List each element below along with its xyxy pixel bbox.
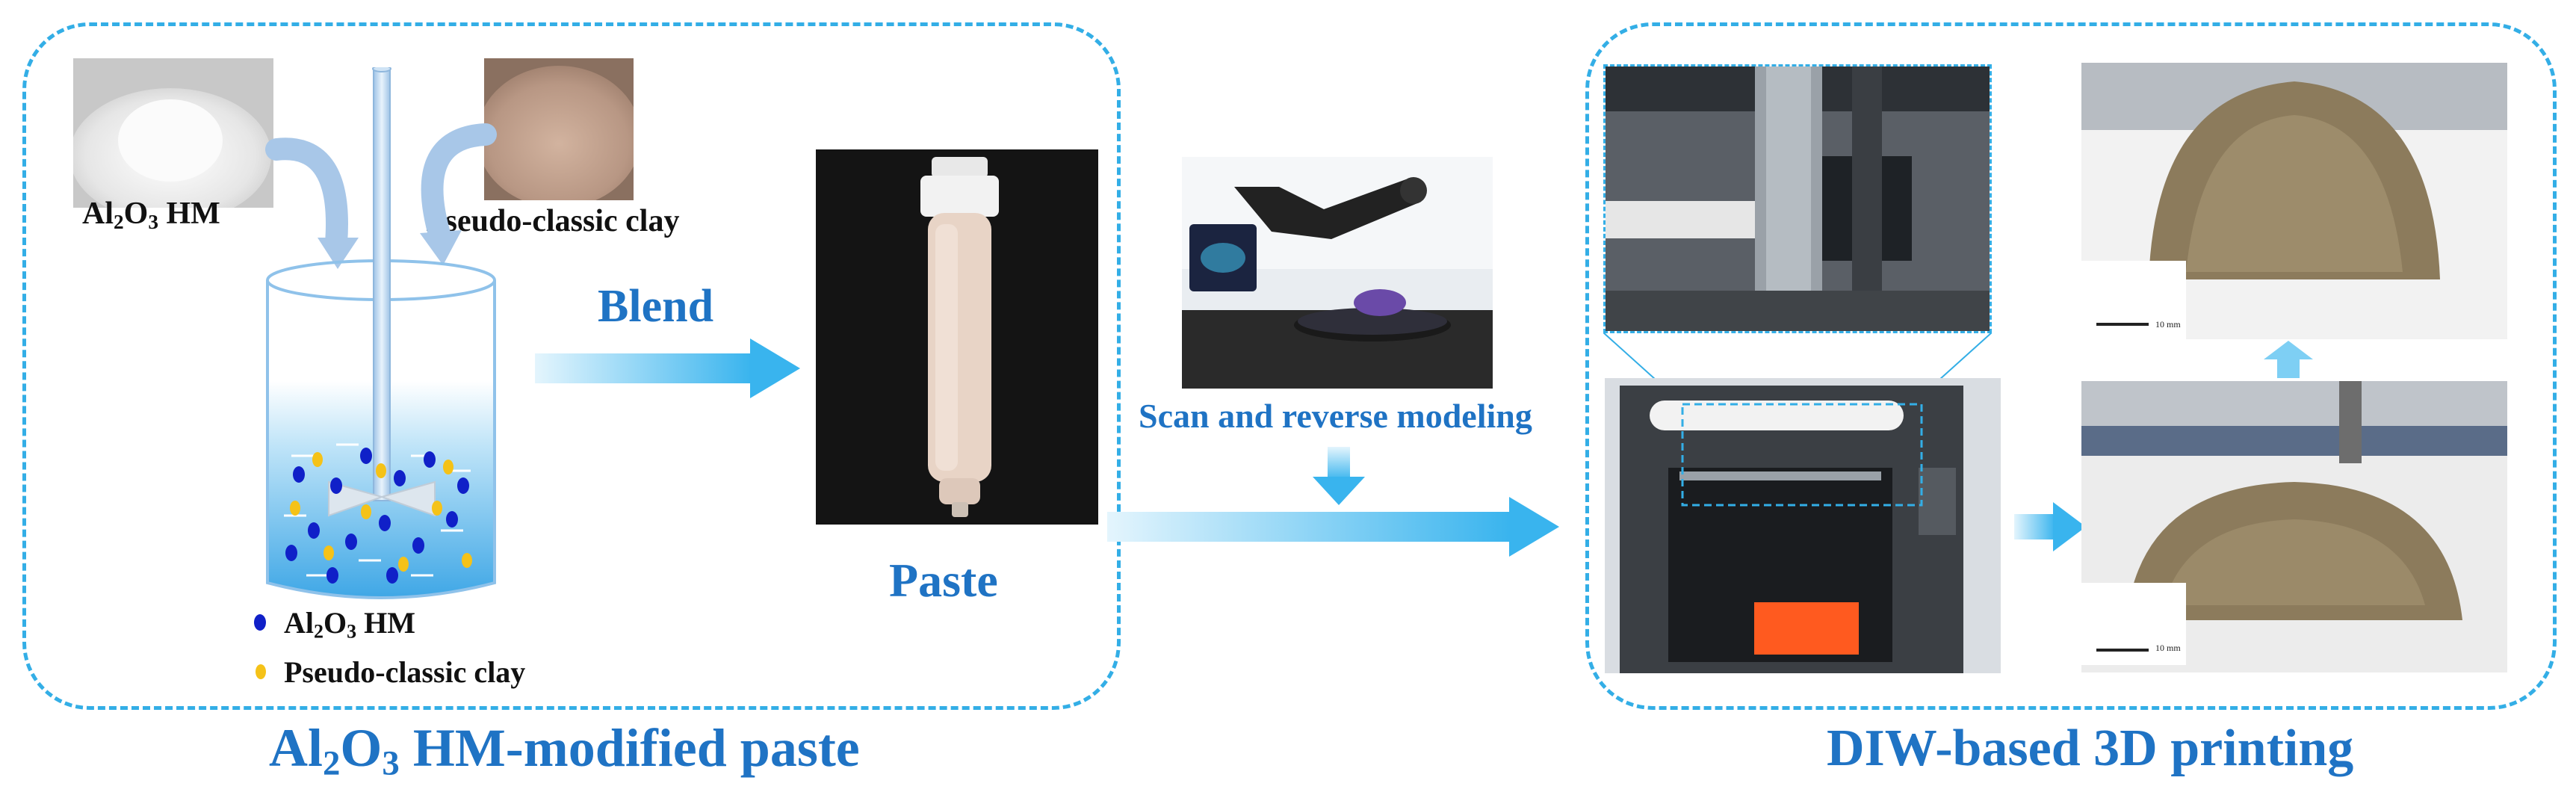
- clay-powder-label: Pseudo-classic clay: [426, 204, 680, 238]
- top-scale-text: 10 mm: [2155, 319, 2181, 330]
- print-complete-arrow: [2264, 341, 2313, 378]
- legend-al2o3-marker: [254, 614, 266, 631]
- al2o3-powder-photo: [73, 58, 273, 208]
- legend-clay-marker: [256, 664, 266, 679]
- printing-in-progress-photo: [2081, 381, 2507, 672]
- printhead-closeup-photo: [1603, 64, 1992, 333]
- paste-syringe-photo: [816, 149, 1098, 525]
- left-curved-arrow: [265, 137, 348, 254]
- scanner-photo: [1182, 157, 1493, 389]
- left-panel-border: [22, 22, 1121, 710]
- scan-down-arrow: [1313, 447, 1365, 505]
- printer-photo: [1605, 378, 2001, 673]
- left-section-title: Al2O3 HM-modified paste: [269, 718, 860, 783]
- right-panel-border: [1585, 22, 2557, 710]
- print-progress-arrow: [2014, 502, 2086, 551]
- al2o3-powder-label: Al2O3 HM: [82, 197, 220, 233]
- legend-al2o3-label: Al2O3 HM: [284, 606, 415, 643]
- main-flow-arrow: [1107, 497, 1559, 557]
- scan-label: Scan and reverse modeling: [1139, 397, 1532, 435]
- blend-arrow: [535, 338, 800, 398]
- mixing-beaker-diagram: [265, 67, 497, 599]
- bottom-scale-text: 10 mm: [2155, 643, 2181, 653]
- right-section-title: DIW-based 3D printing: [1827, 720, 2354, 777]
- printed-part-photo: [2081, 63, 2507, 339]
- paste-label: Paste: [889, 554, 998, 607]
- legend-clay-label: Pseudo-classic clay: [284, 655, 526, 689]
- clay-powder-photo: [484, 58, 634, 200]
- blend-label: Blend: [598, 281, 714, 332]
- right-curved-arrow: [421, 123, 497, 250]
